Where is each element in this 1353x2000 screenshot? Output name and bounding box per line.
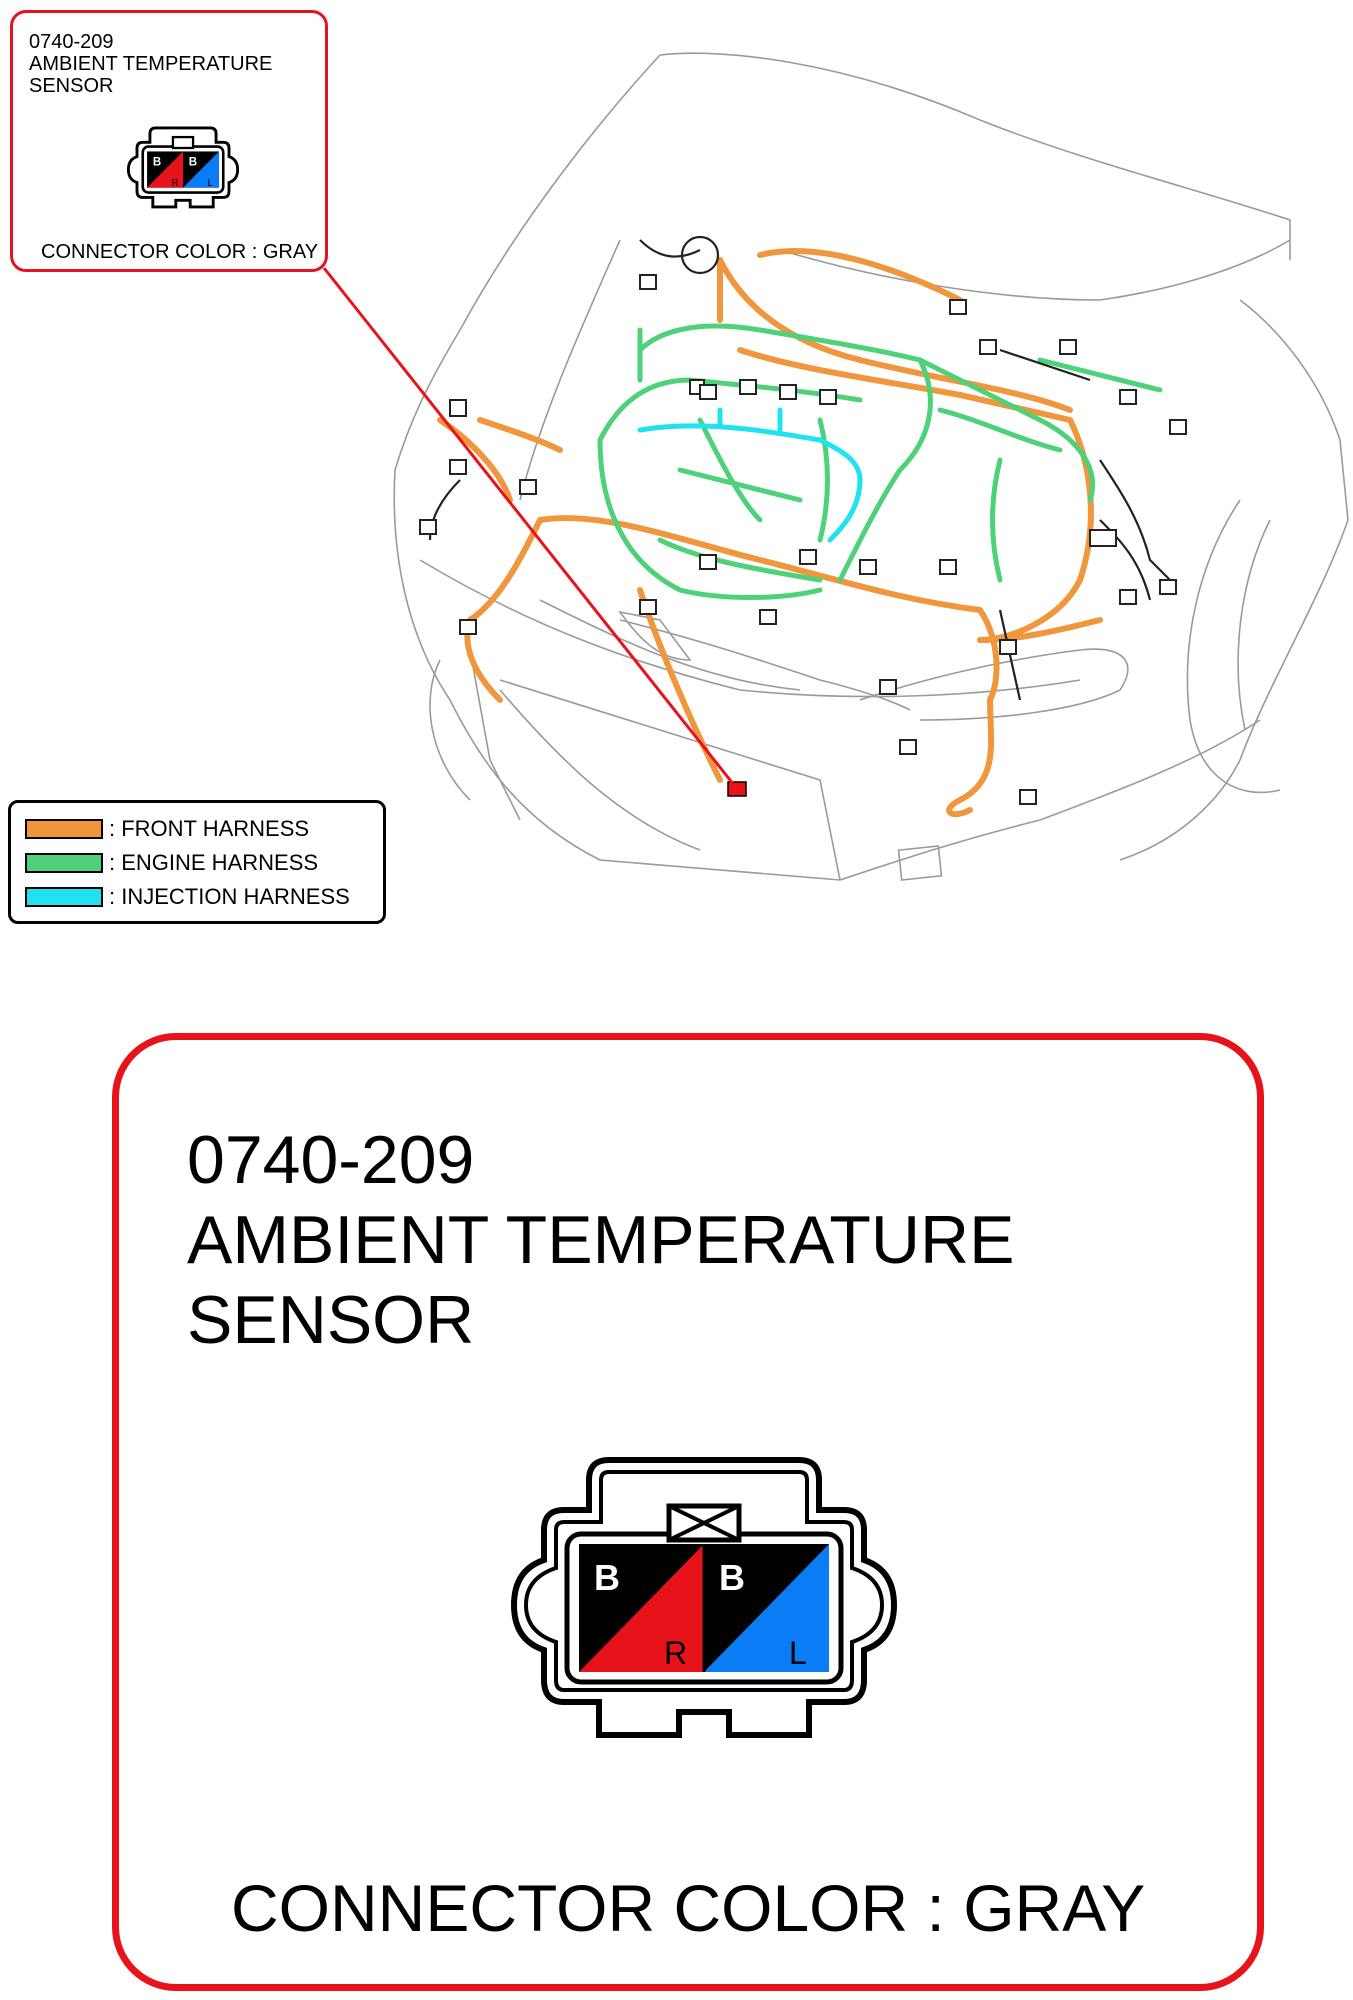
connector-face-large-icon: B B R L bbox=[510, 1457, 898, 1738]
svg-text:L: L bbox=[207, 178, 213, 189]
front-harness-lines bbox=[437, 248, 1103, 818]
legend-swatch bbox=[25, 887, 103, 907]
pin-2-bottom-label: L bbox=[789, 1635, 807, 1671]
engine-harness-lines bbox=[597, 323, 1163, 600]
connector-color-label-large: CONNECTOR COLOR : GRAY bbox=[231, 1871, 1146, 1945]
connector-callout-small: 0740-209 AMBIENT TEMPERATURE SENSOR B B … bbox=[10, 10, 328, 272]
callout-leader-line bbox=[322, 267, 736, 786]
injection-harness-lines bbox=[637, 407, 863, 543]
legend-label: : INJECTION HARNESS bbox=[109, 884, 350, 909]
engine-bay-illustration bbox=[322, 52, 1349, 881]
connector-code: 0740-209 bbox=[29, 31, 114, 53]
legend-item-front-harness: : FRONT HARNESS bbox=[25, 815, 309, 843]
pin-1-wire-color bbox=[579, 1544, 704, 1672]
harness-connectors bbox=[419, 274, 1187, 805]
legend-item-engine-harness: : ENGINE HARNESS bbox=[25, 849, 318, 877]
misc-wires bbox=[428, 235, 1171, 701]
legend-label: : ENGINE HARNESS bbox=[109, 850, 319, 875]
pin-2-wire-color bbox=[704, 1544, 829, 1672]
legend-swatch bbox=[25, 819, 103, 839]
harness-legend: : FRONT HARNESS : ENGINE HARNESS : INJEC… bbox=[8, 800, 386, 924]
connector-name: AMBIENT TEMPERATURE SENSOR bbox=[29, 53, 273, 97]
legend-swatch bbox=[25, 853, 103, 873]
pin-2-top-label: B bbox=[719, 1557, 745, 1598]
connector-callout-large: 0740-209 AMBIENT TEMPERATURE SENSOR B B … bbox=[112, 1033, 1264, 1991]
pin-1-bottom-label: R bbox=[664, 1635, 687, 1671]
pin-1-top-label: B bbox=[594, 1557, 620, 1598]
svg-text:B: B bbox=[153, 156, 161, 168]
legend-item-injection-harness: : INJECTION HARNESS bbox=[25, 883, 350, 911]
connector-code-large: 0740-209 bbox=[187, 1122, 475, 1198]
connector-color-label: CONNECTOR COLOR : GRAY bbox=[41, 241, 319, 263]
svg-text:R: R bbox=[172, 178, 179, 189]
ambient-temperature-sensor-location bbox=[727, 781, 747, 797]
car-body-outline bbox=[393, 52, 1349, 881]
svg-text:B: B bbox=[189, 156, 197, 168]
connector-name-large: AMBIENT TEMPERATURE SENSOR bbox=[187, 1202, 1015, 1358]
connector-face-small-icon: B B R L bbox=[126, 126, 240, 209]
legend-label: : FRONT HARNESS bbox=[109, 816, 310, 841]
